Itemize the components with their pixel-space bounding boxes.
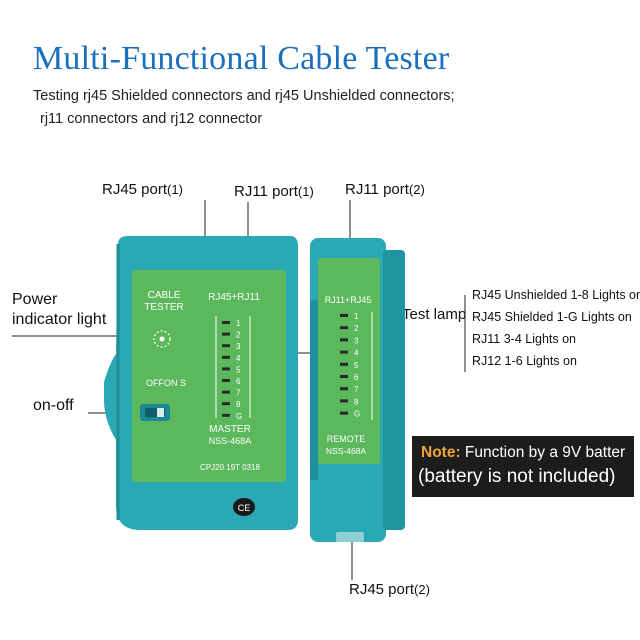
- master-tester-text: TESTER: [144, 302, 183, 313]
- note-text: Function by a 9V batter: [460, 444, 626, 461]
- remote-led-label-1: 1: [354, 312, 359, 321]
- remote-led-7: [340, 387, 348, 391]
- remote-led-label-5: 5: [354, 361, 359, 370]
- remote-led-5: [340, 362, 348, 366]
- remote-led-6: [340, 375, 348, 378]
- master-led-label-6: 6: [236, 377, 241, 386]
- master-offon-text: OFFON S: [146, 378, 186, 388]
- master-led-label-8: 8: [236, 400, 241, 409]
- master-model-text: NSS-468A: [209, 436, 252, 446]
- master-led-6: [222, 379, 230, 382]
- ce-mark-plate: [233, 498, 255, 516]
- lamp-spec-3: RJ11 3-4 Lights on: [472, 332, 576, 346]
- remote-led-3: [340, 338, 348, 342]
- master-led-label-7: 7: [236, 389, 241, 398]
- master-ports-text: RJ45+RJ11: [208, 292, 260, 303]
- remote-led-label-G: G: [354, 410, 360, 419]
- callout-rj45-port-1: RJ45 port(1): [102, 181, 183, 198]
- master-name-text: MASTER: [209, 424, 251, 435]
- callout-test-lamp: Test lamp: [402, 306, 467, 323]
- remote-led-2: [340, 326, 348, 330]
- rj45-port-2: [336, 532, 364, 542]
- remote-led-4: [340, 350, 348, 354]
- callout-rj11-port-1: RJ11 port(1): [234, 183, 314, 200]
- remote-unit: RJ11+RJ45 1 2 3 4 5 6 7 8G REMOTE NSS-468A: [310, 238, 405, 542]
- subtitle-line-1: Testing rj45 Shielded connectors and rj4…: [33, 88, 455, 104]
- remote-panel: [318, 258, 380, 464]
- remote-led-1: [340, 314, 348, 317]
- master-led-column: 1 2 3 4 5 6 7 8G: [222, 319, 242, 421]
- note-keyword: Note:: [421, 444, 461, 461]
- master-led-label-4: 4: [236, 354, 241, 363]
- master-led-7: [222, 390, 230, 394]
- master-led-3: [222, 344, 230, 348]
- remote-ports-text: RJ11+RJ45: [325, 295, 372, 305]
- master-led-G: [222, 413, 230, 417]
- lamp-spec-2: RJ45 Shielded 1-G Lights on: [472, 310, 632, 324]
- power-indicator-led: [153, 330, 171, 348]
- subtitle-line-2: rj11 connectors and rj12 connector: [40, 111, 263, 127]
- remote-led-column: 1 2 3 4 5 6 7 8G: [340, 312, 360, 419]
- master-led-1: [222, 321, 230, 324]
- remote-led-label-4: 4: [354, 349, 359, 358]
- master-led-label-1: 1: [236, 319, 241, 328]
- remote-name-text: REMOTE: [327, 434, 366, 444]
- page-title: Multi-Functional Cable Tester: [33, 40, 450, 77]
- ce-mark-text: CE: [238, 503, 251, 513]
- remote-led-8: [340, 399, 348, 403]
- remote-led-label-2: 2: [354, 324, 359, 333]
- master-led-4: [222, 355, 230, 359]
- master-led-label-2: 2: [236, 331, 241, 340]
- remote-led-label-6: 6: [354, 373, 359, 382]
- callout-rj11-port-2: RJ11 port(2): [345, 181, 425, 198]
- note-line-2: (battery is not included): [418, 466, 616, 487]
- master-cable-text: CABLE: [148, 290, 181, 301]
- master-led-2: [222, 332, 230, 336]
- master-code-text: CPJ20 19T 0318: [200, 463, 260, 472]
- callout-rj45-port-2: RJ45 port(2): [349, 581, 430, 598]
- remote-led-label-3: 3: [354, 336, 359, 345]
- remote-led-label-8: 8: [354, 397, 359, 406]
- callout-on-off: on-off: [33, 397, 74, 414]
- lamp-spec-4: RJ12 1-6 Lights on: [472, 354, 577, 368]
- remote-led-G: [340, 411, 348, 415]
- battery-note: Note: Function by a 9V batter (battery i…: [412, 436, 634, 497]
- master-led-label-G: G: [236, 412, 242, 421]
- master-led-label-5: 5: [236, 365, 241, 374]
- lamp-spec-1: RJ45 Unshielded 1-8 Lights on: [472, 288, 640, 302]
- master-led-label-3: 3: [236, 342, 241, 351]
- remote-led-label-7: 7: [354, 385, 359, 394]
- remote-model-text: NSS-468A: [326, 446, 366, 456]
- master-unit: CABLE TESTER OFFON S RJ45+RJ11 1 2 3 4 5 6 7 8G…: [104, 236, 298, 530]
- master-led-8: [222, 402, 230, 406]
- master-panel: [132, 270, 286, 482]
- master-led-5: [222, 367, 230, 371]
